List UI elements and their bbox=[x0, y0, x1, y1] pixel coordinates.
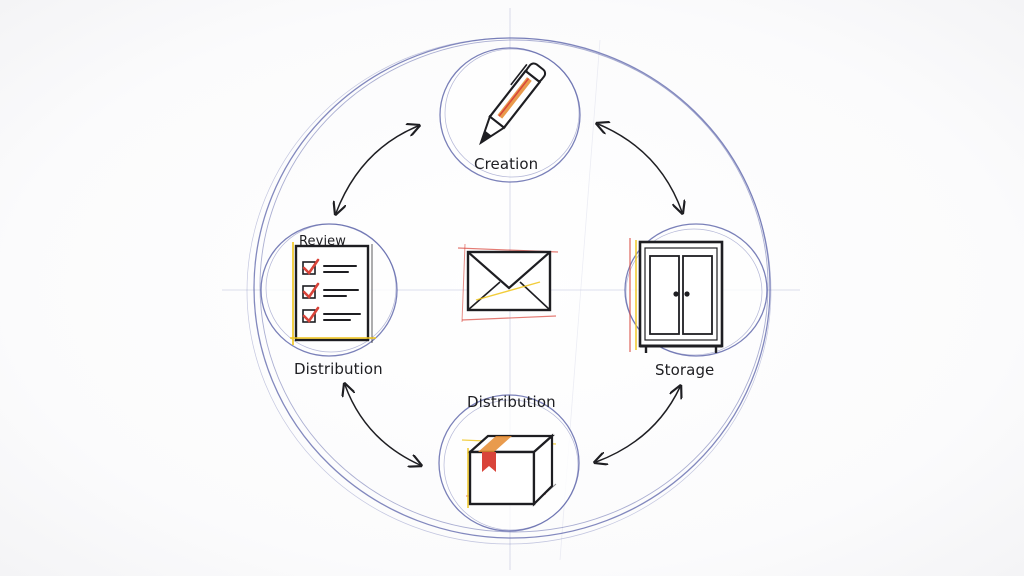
node-label-distribution: Distribution bbox=[467, 393, 556, 411]
arrow-review-distribution bbox=[345, 385, 420, 465]
orbit-circle bbox=[246, 37, 772, 545]
arrow-creation-review bbox=[336, 126, 418, 213]
envelope-icon bbox=[457, 243, 559, 323]
cabinet-icon bbox=[629, 238, 724, 353]
edge-arrows bbox=[336, 124, 682, 465]
node-label-creation: Creation bbox=[474, 155, 539, 173]
node-label-review: Review bbox=[299, 234, 346, 249]
pen-icon bbox=[479, 62, 547, 146]
node-label-review-distribution: Distribution bbox=[294, 360, 383, 378]
arrow-storage-distribution bbox=[596, 387, 680, 462]
box-icon bbox=[461, 433, 557, 508]
node-label-storage: Storage bbox=[655, 361, 715, 379]
checklist-icon bbox=[290, 242, 376, 345]
arrow-creation-storage bbox=[598, 124, 682, 212]
